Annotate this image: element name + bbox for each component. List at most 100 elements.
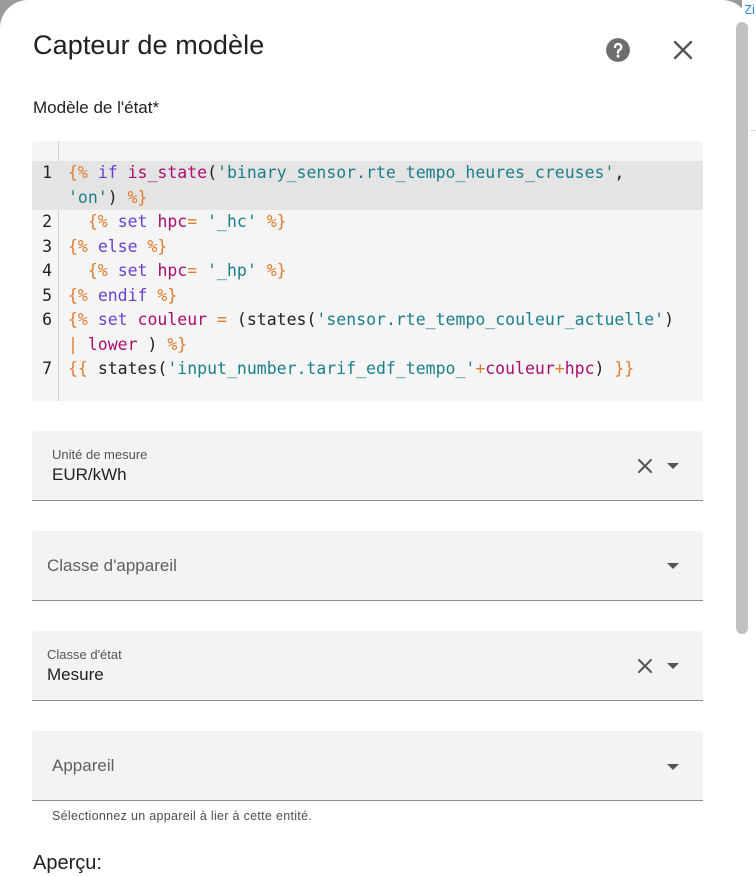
chevron-down-icon[interactable] (666, 561, 680, 571)
code-token: ( (207, 163, 218, 182)
code-token: (states( (236, 310, 317, 329)
code-text: {% endif %} (68, 284, 177, 309)
code-token (68, 212, 88, 231)
code-token: = (217, 310, 237, 329)
code-line[interactable]: 3{% else %} (32, 235, 703, 260)
line-number: 4 (42, 261, 52, 280)
code-line[interactable]: | lower ) %} (32, 333, 703, 358)
code-token: states( (97, 359, 168, 378)
code-token: couleur (137, 310, 218, 329)
code-token: set (117, 261, 158, 280)
code-line[interactable]: 2 {% set hpc= '_hc' %} (32, 210, 703, 235)
code-token: + (475, 359, 486, 378)
chevron-down-icon[interactable] (666, 762, 680, 772)
dialog-title: Capteur de modèle (33, 30, 265, 60)
code-token: %} (256, 212, 287, 231)
code-token: {% (87, 212, 118, 231)
code-token: {% (87, 261, 118, 280)
template-label: Modèle de l'état* (33, 98, 160, 117)
state-class-value: Mesure (47, 665, 104, 684)
code-token: 'sensor.rte_tempo_couleur_actuelle' (316, 310, 665, 329)
code-text: {% else %} (68, 235, 167, 260)
code-text: | lower ) %} (68, 333, 187, 358)
help-circle-icon (606, 38, 630, 62)
close-button[interactable] (663, 30, 703, 70)
code-token: | (68, 334, 88, 354)
line-number: 6 (42, 310, 52, 329)
code-token: {% (68, 310, 98, 329)
code-token: '_hp' (207, 261, 257, 280)
state-class-label: Classe d'état (47, 647, 122, 662)
code-token: set (117, 212, 158, 231)
code-token: = (187, 261, 208, 280)
code-line[interactable]: 7 {{ states('input_number.tarif_edf_tempo… (32, 357, 703, 382)
code-text: {% set hpc= '_hp' %} (68, 259, 287, 284)
code-token: is_state (127, 163, 208, 182)
template-code-editor[interactable]: 1 {% if is_state('binary_sensor.rte_tempo… (32, 141, 703, 401)
code-token: 'binary_sensor.rte_tempo_heures_creuses' (217, 163, 615, 182)
code-line[interactable]: 1 {% if is_state('binary_sensor.rte_tempo… (32, 161, 703, 186)
code-token: {% (68, 285, 98, 305)
code-line[interactable]: 6 {% set couleur = (states('sensor.rte_te… (32, 308, 703, 333)
code-token: ) (147, 334, 168, 354)
code-text: {{ states('input_number.tarif_edf_tempo_… (68, 357, 634, 382)
code-token: endif (97, 285, 158, 305)
code-line[interactable]: 'on') %} (32, 185, 703, 211)
device-helper-text: Sélectionnez un appareil à lier à cette … (52, 809, 313, 823)
code-token: 'input_number.tarif_edf_tempo_' (167, 359, 476, 378)
state-class-clear-button[interactable] (634, 655, 656, 677)
help-button[interactable] (598, 30, 638, 70)
code-line[interactable]: 5 {% endif %} (32, 284, 703, 309)
unit-field-value: EUR/kWh (52, 465, 127, 484)
code-text: {% set couleur = (states('sensor.rte_tem… (68, 308, 674, 333)
code-token: hpc (564, 359, 595, 378)
code-token: hpc (157, 261, 188, 280)
code-line[interactable]: 4 {% set hpc= '_hp' %} (32, 259, 703, 284)
code-token: '_hc' (207, 212, 257, 231)
chevron-down-icon[interactable] (666, 661, 680, 671)
code-text: 'on') %} (68, 186, 148, 211)
editor-gutter (58, 141, 59, 401)
line-number: 5 (42, 285, 52, 305)
background-partial-text: Zi (744, 2, 755, 17)
code-text: {% set hpc= '_hc' %} (68, 210, 287, 235)
code-token: %} (167, 334, 188, 354)
code-token: %} (127, 187, 148, 207)
unit-field-label: Unité de mesure (52, 447, 148, 462)
code-token: ) (107, 187, 128, 207)
code-text: {% if is_state('binary_sensor.rte_tempo_… (68, 161, 624, 186)
clear-icon (638, 459, 652, 473)
chevron-down-icon[interactable] (666, 461, 680, 471)
device-class-field[interactable]: Classe d'appareil (32, 531, 703, 601)
code-token: , (614, 163, 625, 182)
code-token: = (187, 212, 208, 231)
code-token: {{ (68, 359, 98, 378)
code-token: if (97, 163, 128, 182)
clear-icon (638, 659, 652, 673)
code-token: %} (147, 236, 168, 256)
state-class-field[interactable]: Classe d'état Mesure (32, 631, 703, 701)
code-token: 'on' (68, 187, 108, 207)
preview-title: Aperçu: (33, 852, 102, 874)
line-number: 1 (42, 163, 52, 182)
code-token: ) (594, 359, 615, 378)
unit-of-measurement-field[interactable]: Unité de mesure EUR/kWh (32, 431, 703, 501)
code-token: {% (68, 163, 98, 182)
code-token (68, 261, 88, 280)
device-placeholder: Appareil (52, 756, 115, 775)
code-token: %} (256, 261, 287, 280)
code-token: %} (157, 285, 178, 305)
code-token: set (97, 310, 138, 329)
code-token: hpc (157, 212, 188, 231)
device-field[interactable]: Appareil (32, 731, 703, 801)
code-token: }} (614, 359, 635, 378)
unit-clear-button[interactable] (634, 455, 656, 477)
code-token: else (97, 236, 148, 256)
line-number: 7 (42, 359, 52, 378)
line-number: 2 (42, 212, 52, 231)
code-token: ) (664, 310, 675, 329)
code-token: lower (87, 334, 148, 354)
code-token: couleur (485, 359, 555, 378)
scrollbar-thumb[interactable] (736, 22, 748, 634)
device-class-placeholder: Classe d'appareil (47, 556, 177, 575)
